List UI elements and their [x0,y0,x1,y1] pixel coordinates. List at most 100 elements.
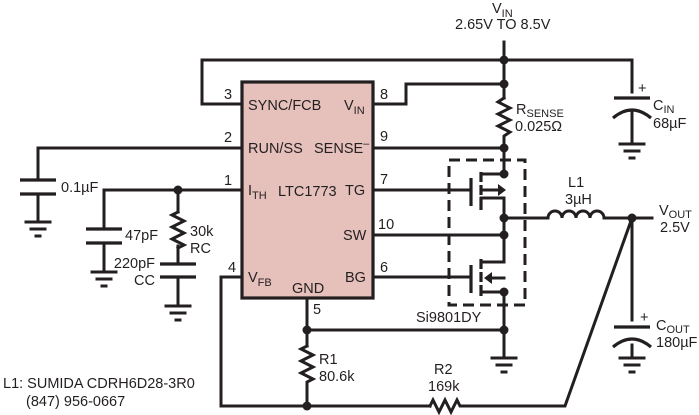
vfb-wire [219,275,432,408]
polarity-plus: + [638,81,646,97]
svg-text:COUT: COUT [656,318,690,336]
ground-icon [24,220,52,238]
resistor-zigzag [494,95,514,142]
css-capacitor: 0.1µF [20,178,99,238]
pin-label-bg: BG [345,270,366,286]
rsense-value: 0.025Ω [515,119,562,135]
pin-label-gnd: GND [292,281,324,297]
pin-number: 7 [380,172,388,188]
r1-resistor: R1 80.6k [297,343,355,390]
pin-number: 10 [378,217,394,233]
junction-dot [499,213,509,223]
si9801dy-mosfet: Si9801DY [416,158,527,374]
pin-label-vfb: VFB [248,270,272,289]
pfet-leads [479,172,506,200]
svg-text:RSENSE: RSENSE [516,102,564,120]
cap-plates [86,227,122,245]
pin-number: 2 [224,130,232,146]
ith-wire [102,188,244,230]
ground-icon [90,270,118,288]
nfet-leads [479,260,506,294]
ic-body [240,80,375,300]
cc-capacitor: 220pF CC [114,256,196,322]
r2-name: R2 [434,362,453,378]
ground-icon [618,356,646,374]
cin-value: 68µF [653,116,686,132]
mosfet-label: Si9801DY [416,310,482,326]
r1-name: R1 [319,352,338,368]
r2-resistor: R2 169k [427,362,464,415]
vin-range: 2.65V TO 8.5V [455,17,551,33]
vin-rail [200,58,634,94]
junction-dot [499,230,509,240]
nfet-arrow [484,272,492,284]
rc-name: RC [190,241,211,257]
pin-label-runss: RUN/SS [248,141,303,157]
junction-dot [499,79,509,89]
vout-value: 2.5V [660,220,690,236]
ground-icon [618,142,646,160]
junction-dot [499,143,509,153]
cap-curved-plate [611,108,653,120]
pin-number: 4 [228,260,236,276]
l1-value: 3µH [565,192,592,208]
r2-to-vout [460,216,634,408]
junction-dot [302,401,312,411]
junction-dot [627,213,637,223]
r2-value: 169k [428,379,460,395]
ground-icon [164,304,192,322]
cc-value: 220pF [114,256,155,272]
cout-value: 180µF [656,335,698,351]
cout-capacitor: + COUT 180µF [611,310,698,374]
cc-name: CC [134,273,155,289]
pin-label-tg: TG [345,183,365,199]
l1-name: L1 [568,175,584,191]
inductor-coil [538,209,610,220]
svg-text:VOUT: VOUT [659,203,692,221]
ground-icon [490,356,518,374]
svg-text:VIN: VIN [492,1,513,20]
polarity-plus: + [640,310,648,326]
rc-resistor: 30k RC [168,209,214,257]
pin-number: 8 [380,87,388,103]
l1-inductor: L1 3µH [538,175,610,220]
ltc1773-ic: LTC1773 3 SYNC/FCB 2 RUN/SS 1 ITH 4 VFB … [224,80,394,318]
c47-capacitor: 47pF [86,227,158,288]
cap-plates [20,178,56,196]
r1-value: 80.6k [319,369,355,385]
vout-label: VOUT 2.5V [659,203,692,236]
ic-part-label: LTC1773 [278,184,337,200]
note-line-1: L1: SUMIDA CDRH6D28-3R0 [3,376,195,392]
pin-label-sense: SENSE– [314,138,370,157]
pin-label-ith: ITH [248,183,267,202]
cap-plates [160,262,196,279]
pin-label-sw: SW [343,228,367,244]
package-outline [447,158,527,307]
pin-number: 1 [224,173,232,189]
junction-dot [499,55,509,65]
vin-label: VIN 2.65V TO 8.5V [455,1,551,33]
cap-curved-plate [611,337,653,349]
runss-wire [36,146,244,180]
rsense-resistor: RSENSE 0.025Ω [494,95,564,142]
pin-number: 3 [224,87,232,103]
pin-number: 9 [380,129,388,145]
junction-dot [173,185,183,195]
pin-number: 5 [313,302,321,318]
sw-node-to-l1 [502,196,542,220]
resistor-zigzag [168,209,188,251]
svg-text:CIN: CIN [653,98,675,116]
c47-value: 47pF [125,228,158,244]
vin-pin8-wire [371,82,506,106]
note-line-2: (847) 956-0667 [26,394,125,410]
junctions [173,55,637,411]
pin-number: 6 [380,260,388,276]
inductor-note: L1: SUMIDA CDRH6D28-3R0 (847) 956-0667 [3,376,195,410]
sync-wire [200,58,244,106]
pfet-arrow [498,184,506,196]
resistor-zigzag [297,343,317,390]
pin-label-sync: SYNC/FCB [248,98,321,114]
rc-value: 30k [190,224,214,240]
resistor-zigzag [427,396,464,415]
